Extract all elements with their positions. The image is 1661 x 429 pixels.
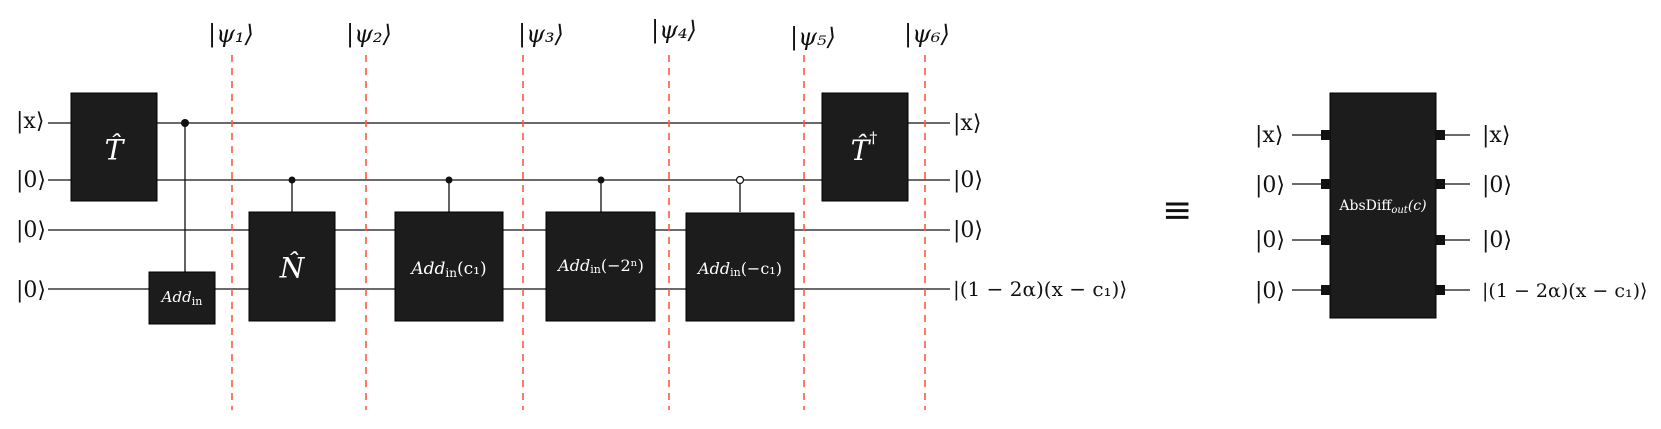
box-port-out-0a [1435, 179, 1445, 189]
output-label-0a: |0⟩ [953, 168, 983, 193]
absdiff-box-label: AbsDiffout(c) [1338, 198, 1426, 216]
control-dot-add-2n [597, 176, 605, 184]
output-labels: |x⟩ |0⟩ |0⟩ |(1 − 2α)(x − c₁)⟩ [953, 111, 1127, 302]
add-c1-gate [394, 211, 504, 322]
input-label-0c: |0⟩ [16, 278, 46, 303]
t-gate-label: T̂ [105, 133, 126, 166]
t-dagger-gate-label: T̂† [851, 128, 878, 167]
box-input-label-0b: |0⟩ [1255, 228, 1285, 253]
input-label-x: |x⟩ [16, 109, 44, 134]
input-labels: |x⟩ |0⟩ |0⟩ |0⟩ [16, 109, 46, 303]
input-label-0b: |0⟩ [16, 218, 46, 243]
add-2n-gate [545, 211, 656, 322]
input-label-0a: |0⟩ [16, 168, 46, 193]
t-gate [70, 92, 158, 202]
box-port-out-0c [1435, 285, 1445, 295]
t-dagger-gate [821, 92, 909, 202]
state-labels: |ψ₁⟩ |ψ₂⟩ |ψ₃⟩ |ψ₄⟩ |ψ₅⟩ |ψ₆⟩ [208, 16, 950, 52]
output-label-x: |x⟩ [953, 111, 981, 136]
box-input-label-x: |x⟩ [1255, 123, 1283, 148]
box-output-label-x: |x⟩ [1482, 123, 1510, 148]
state-label-psi5: |ψ₅⟩ [790, 23, 836, 52]
box-port-in-0a [1321, 179, 1331, 189]
box-port-out-x [1435, 130, 1445, 140]
control-dot-n [288, 176, 296, 184]
control-dot-add-c1 [445, 176, 453, 184]
box-port-in-0c [1321, 285, 1331, 295]
control-dots [181, 119, 745, 185]
open-control-dot-add-minus-c1 [735, 175, 745, 185]
state-label-psi3: |ψ₃⟩ [518, 20, 564, 49]
n-gate [248, 211, 336, 322]
box-input-label-0c: |0⟩ [1255, 279, 1285, 304]
box-port-in-0b [1321, 235, 1331, 245]
n-gate-label: N̂ [279, 251, 306, 284]
state-label-psi6: |ψ₆⟩ [904, 20, 950, 49]
output-label-0c: |(1 − 2α)(x − c₁)⟩ [953, 277, 1127, 302]
box-input-label-0a: |0⟩ [1255, 173, 1285, 198]
control-lines [184, 123, 741, 272]
box-port-out-0b [1435, 235, 1445, 245]
gates: T̂ Addin N̂ Addin(c₁) Addin(−2ⁿ) Addin(−… [70, 92, 909, 325]
state-label-psi2: |ψ₂⟩ [346, 20, 392, 49]
add-c1-gate-label: Addin(c₁) [409, 259, 486, 280]
box-output-label-0c: |(1 − 2α)(x − c₁)⟩ [1482, 280, 1647, 302]
box-output-label-0b: |0⟩ [1482, 228, 1512, 253]
add-minus-c1-gate-label: Addin(−c₁) [696, 259, 782, 280]
absdiff-box-group: AbsDiffout(c) |x⟩ |0⟩ |0⟩ |0⟩ |x⟩ |0⟩ |0… [1255, 92, 1647, 319]
control-dot-add-in [181, 119, 189, 127]
equivalence-symbol: ≡ [1162, 190, 1192, 231]
add-minus-c1-gate [685, 212, 795, 322]
box-output-label-0a: |0⟩ [1482, 173, 1512, 198]
state-label-psi1: |ψ₁⟩ [208, 20, 254, 49]
absdiff-box [1329, 92, 1437, 319]
add-in-gate-label: Addin [160, 288, 203, 308]
output-label-0b: |0⟩ [953, 218, 983, 243]
add-in-gate [148, 271, 216, 325]
box-port-in-x [1321, 130, 1331, 140]
state-label-psi4: |ψ₄⟩ [651, 16, 697, 45]
add-2n-gate-label: Addin(−2ⁿ) [556, 256, 644, 277]
